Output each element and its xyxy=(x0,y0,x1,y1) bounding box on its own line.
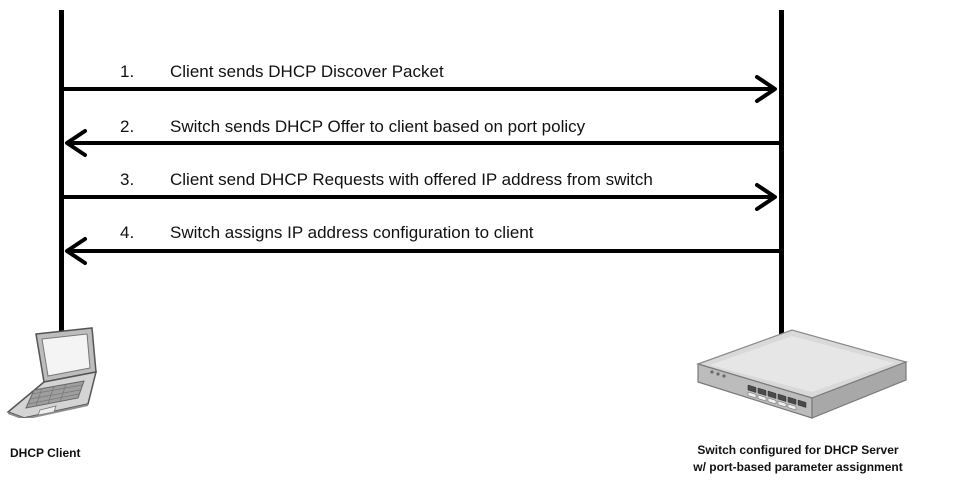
message-4-number: 4. xyxy=(120,223,135,242)
message-2-number: 2. xyxy=(120,117,135,136)
client-label: DHCP Client xyxy=(10,446,81,460)
message-1-number: 1. xyxy=(120,62,135,81)
message-1-text: Client sends DHCP Discover Packet xyxy=(170,62,444,81)
laptop-icon xyxy=(6,327,98,418)
server-lifeline xyxy=(779,10,784,342)
arrow-ack xyxy=(65,237,781,265)
arrow-request xyxy=(62,183,777,211)
message-2-text: Switch sends DHCP Offer to client based … xyxy=(170,117,586,136)
network-switch-icon xyxy=(696,329,908,419)
client-lifeline xyxy=(59,10,64,335)
message-1: 1. Client sends DHCP Discover Packet xyxy=(120,62,444,82)
server-label-line2: w/ port-based parameter assignment xyxy=(693,460,903,474)
arrow-discover xyxy=(62,75,777,103)
message-2: 2. Switch sends DHCP Offer to client base… xyxy=(120,117,585,137)
server-label: Switch configured for DHCP Server w/ por… xyxy=(650,442,946,476)
arrow-offer xyxy=(65,129,781,157)
message-3-text: Client send DHCP Requests with offered I… xyxy=(170,170,653,189)
message-4-text: Switch assigns IP address configuration … xyxy=(170,223,534,242)
server-label-line1: Switch configured for DHCP Server xyxy=(697,443,899,457)
message-3-number: 3. xyxy=(120,170,135,189)
message-3: 3. Client send DHCP Requests with offered… xyxy=(120,170,653,190)
message-4: 4. Switch assigns IP address configuratio… xyxy=(120,223,534,243)
